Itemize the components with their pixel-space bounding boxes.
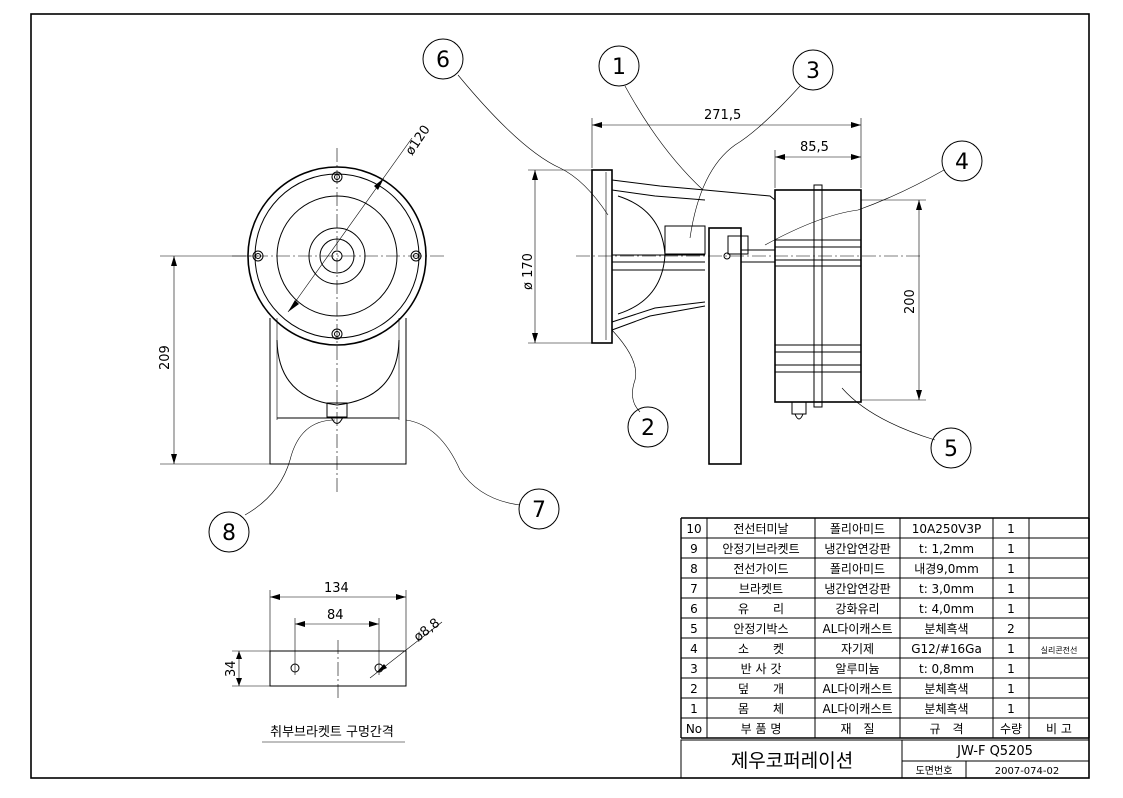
side-view: 271,5 85,5 ø 170 200 [521, 108, 926, 465]
model-number: JW-F Q5205 [956, 744, 1033, 759]
hole-diameter-label: ø8,8 [411, 616, 443, 645]
table-cell-material: AL다이캐스트 [822, 702, 892, 716]
table-cell-material: 자기제 [841, 642, 874, 656]
table-cell-name: 안정기박스 [733, 622, 788, 636]
table-cell-spec: 분체흑색 [924, 702, 968, 716]
table-cell-material: 냉간압연강판 [824, 582, 890, 596]
callout-3: 3 [806, 59, 820, 84]
table-cell-spec: t: 4,0mm [919, 602, 974, 616]
table-header-no: No [686, 722, 702, 736]
table-header-note: 비 고 [1046, 722, 1072, 736]
table-cell-spec: t: 1,2mm [919, 542, 974, 556]
table-cell-no: 3 [690, 662, 698, 676]
table-cell-material: 냉간압연강판 [824, 542, 890, 556]
callout-1: 1 [612, 55, 626, 80]
callout-5: 5 [944, 437, 958, 462]
front-diameter-label: ø120 [403, 123, 434, 159]
table-cell-qty: 1 [1007, 522, 1015, 536]
table-cell-qty: 1 [1007, 542, 1015, 556]
table-cell-no: 7 [690, 582, 698, 596]
table-cell-material: AL다이캐스트 [822, 622, 892, 636]
table-cell-qty: 1 [1007, 702, 1015, 716]
table-cell-material: AL다이캐스트 [822, 682, 892, 696]
table-cell-no: 8 [690, 562, 698, 576]
callout-8: 8 [222, 521, 236, 546]
table-cell-name: 브라켓트 [739, 582, 783, 596]
table-cell-qty: 1 [1007, 682, 1015, 696]
table-cell-spec: 분체흑색 [924, 622, 968, 636]
table-cell-spec: 10A250V3P [912, 522, 981, 536]
company-name: 제우코퍼레이션 [731, 750, 853, 772]
title-block: 제우코퍼레이션 JW-F Q5205 도면번호 2007-074-02 [680, 739, 1090, 779]
table-cell-qty: 1 [1007, 582, 1015, 596]
table-header-material: 재 질 [840, 722, 874, 736]
table-cell-spec: 분체흑색 [924, 682, 968, 696]
table-cell-spec: t: 3,0mm [919, 582, 974, 596]
table-header-spec: 규 격 [929, 722, 963, 736]
table-cell-name: 전선터미날 [733, 522, 788, 536]
sheet-border [30, 13, 1090, 779]
table-cell-name: 몸 체 [738, 702, 784, 716]
table-cell-name: 유 리 [738, 602, 784, 616]
hole-pitch-label: 84 [327, 608, 344, 623]
table-cell-no: 1 [690, 702, 698, 716]
side-length2-label: 85,5 [800, 140, 829, 155]
table-cell-no: 6 [690, 602, 698, 616]
table-cell-qty: 2 [1007, 622, 1015, 636]
table-cell-qty: 1 [1007, 562, 1015, 576]
table-cell-name: 전선가이드 [733, 562, 788, 576]
table-cell-material: 알루미늄 [835, 662, 879, 676]
side-diameter-label: ø 170 [521, 253, 536, 290]
table-cell-name: 덮 개 [738, 682, 784, 696]
table-cell-qty: 1 [1007, 642, 1015, 656]
side-height-label: 200 [903, 289, 918, 314]
front-view: ø120 209 [158, 123, 446, 492]
table-cell-no: 10 [686, 522, 701, 536]
hole-height-label: 34 [224, 660, 239, 677]
callout-2: 2 [641, 416, 655, 441]
table-cell-note: 실리콘전선 [1041, 645, 1078, 655]
hole-spacing-detail: 134 84 ø8,8 34 취부브라켓트 구멍간격 [224, 581, 443, 743]
hole-spacing-caption: 취부브라켓트 구멍간격 [270, 725, 394, 740]
table-cell-spec: 내경9,0mm [914, 562, 979, 576]
table-cell-spec: G12/#16Ga [911, 642, 982, 656]
table-cell-no: 9 [690, 542, 698, 556]
table-cell-no: 5 [690, 622, 698, 636]
callout-4: 4 [955, 150, 969, 175]
callouts: 6 1 3 4 5 2 7 8 [208, 38, 983, 553]
table-cell-spec: t: 0,8mm [919, 662, 974, 676]
drawing-no-label: 도면번호 [916, 765, 953, 777]
table-cell-qty: 1 [1007, 602, 1015, 616]
table-cell-qty: 1 [1007, 662, 1015, 676]
table-cell-material: 강화유리 [835, 602, 879, 616]
table-cell-material: 폴리아미드 [830, 522, 885, 536]
side-length-label: 271,5 [704, 108, 741, 123]
callout-7: 7 [532, 498, 546, 523]
table-header-qty: 수량 [1000, 722, 1022, 736]
drawing-number: 2007-074-02 [995, 766, 1059, 777]
table-cell-no: 2 [690, 682, 698, 696]
table-cell-name: 소 켓 [738, 642, 784, 656]
table-cell-name: 안정기브라켓트 [722, 542, 799, 556]
callout-6: 6 [436, 48, 450, 73]
front-height-label: 209 [158, 345, 173, 370]
table-cell-name: 반 사 갓 [741, 662, 782, 676]
table-cell-no: 4 [690, 642, 698, 656]
table-header-name: 부 품 명 [741, 722, 782, 736]
table-cell-material: 폴리아미드 [830, 562, 885, 576]
hole-total-label: 134 [324, 581, 349, 596]
